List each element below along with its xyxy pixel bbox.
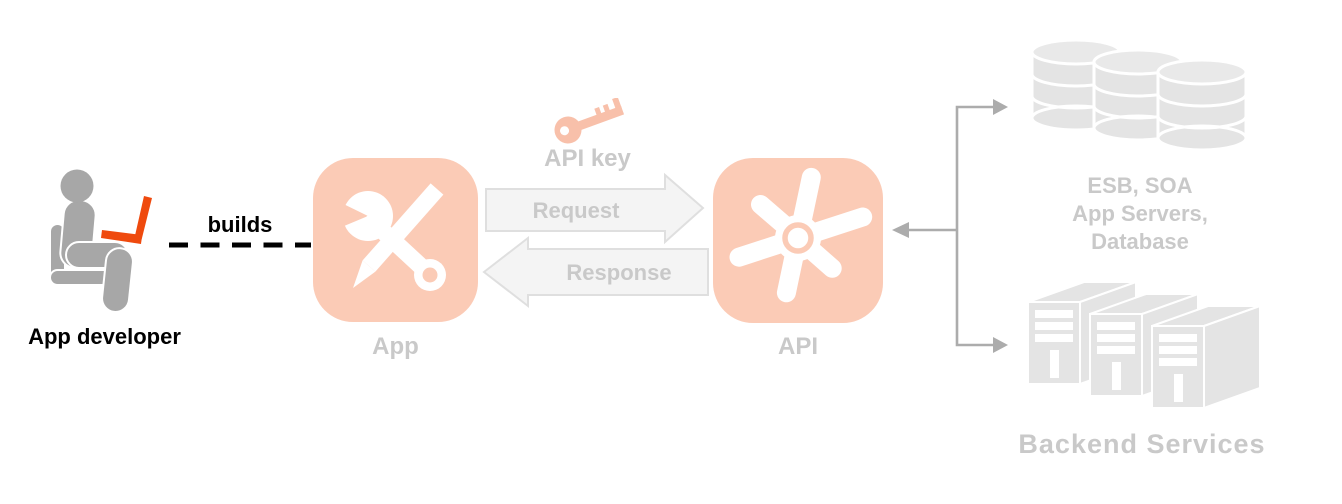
api-label: API (777, 333, 818, 360)
server-towers-icon (1027, 280, 1261, 410)
builds-dashed-line (169, 242, 311, 248)
person-body (59, 169, 134, 313)
api-key-label: API key (544, 145, 631, 172)
builds-label: builds (207, 212, 273, 237)
pinwheel-shape (729, 167, 873, 303)
api-pinwheel-icon (713, 158, 883, 323)
response-label: Response (566, 260, 672, 285)
pencil-icon (353, 183, 444, 288)
backend-system-line-3: Database (1091, 229, 1189, 254)
request-response-arrows (482, 172, 709, 309)
app-label: App (372, 333, 419, 360)
backend-system-label: ESB, SOA App Servers, Database (1040, 172, 1240, 256)
request-arrow (485, 172, 705, 245)
arrowhead-to-api (892, 222, 909, 238)
backend-system-line-2: App Servers, (1072, 201, 1208, 226)
arrowhead-to-servers (993, 337, 1008, 353)
backend-services-label: Backend Services (1018, 429, 1266, 459)
response-arrow (482, 235, 709, 309)
request-label: Request (532, 198, 620, 223)
developer-label: App developer (28, 324, 181, 349)
person-developer-icon (49, 169, 152, 313)
database-stack-icon (1030, 40, 1248, 152)
database-stack-3 (1156, 58, 1248, 152)
key-icon (554, 98, 625, 144)
server-tower-3 (1151, 304, 1261, 410)
backend-system-line-1: ESB, SOA (1087, 173, 1193, 198)
app-tools-icon (313, 158, 478, 322)
wrench-icon (323, 191, 446, 291)
connector-arrows (892, 99, 1008, 353)
arrowhead-to-databases (993, 99, 1008, 115)
laptop-icon (101, 196, 152, 244)
